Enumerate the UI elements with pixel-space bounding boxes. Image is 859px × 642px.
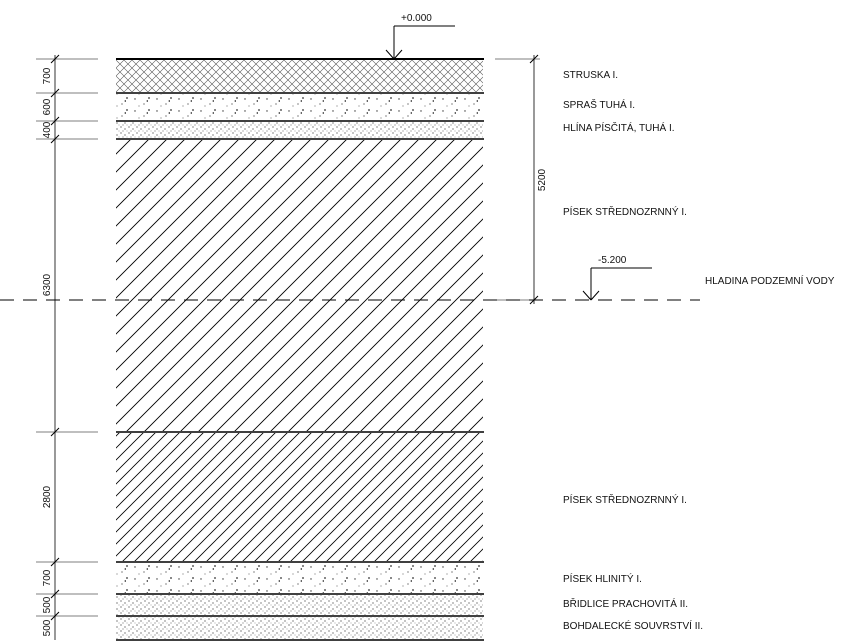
layer-2-hatch bbox=[116, 94, 483, 120]
layer-3-hatch bbox=[116, 122, 483, 138]
dim-layer-2: 600 bbox=[42, 98, 53, 115]
layer-6-hatch bbox=[116, 563, 483, 593]
layer-4-hatch bbox=[116, 140, 483, 431]
top-level-marker bbox=[385, 25, 455, 60]
water-level-description: HLADINA PODZEMNÍ VODY bbox=[705, 274, 835, 287]
layer-7-label: BŘIDLICE PRACHOVITÁ II. bbox=[563, 597, 688, 610]
top-level-label: +0.000 bbox=[401, 13, 432, 24]
water-depth-dimension bbox=[495, 54, 540, 305]
dim-layer-1: 700 bbox=[42, 67, 53, 84]
water-level-marker bbox=[582, 267, 652, 301]
layer-8-hatch bbox=[116, 617, 483, 639]
layer-2-label: SPRAŠ TUHÁ I. bbox=[563, 98, 635, 111]
dim-layer-3: 400 bbox=[42, 121, 53, 138]
dim-layer-8: 500 bbox=[42, 619, 53, 636]
layer-5-hatch bbox=[116, 433, 483, 561]
water-level-label: -5.200 bbox=[598, 255, 627, 266]
layer-1-hatch bbox=[116, 60, 483, 92]
left-dimension-chain bbox=[36, 54, 98, 640]
dim-layer-5: 2800 bbox=[42, 485, 53, 508]
layer-7-hatch bbox=[116, 595, 483, 615]
layer-3-label: HLÍNA PÍSČITÁ, TUHÁ I. bbox=[563, 121, 675, 134]
dim-water-depth: 5200 bbox=[537, 168, 548, 191]
layer-1-label: STRUSKA I. bbox=[563, 70, 618, 81]
dim-layer-4: 6300 bbox=[42, 273, 53, 296]
layer-8-label: BOHDALECKÉ SOUVRSTVÍ II. bbox=[563, 619, 703, 632]
layer-5-label: PÍSEK STŘEDNOZRNNÝ I. bbox=[563, 493, 687, 506]
dim-layer-6: 700 bbox=[42, 569, 53, 586]
dim-layer-7: 500 bbox=[42, 596, 53, 613]
layer-4-label: PÍSEK STŘEDNOZRNNÝ I. bbox=[563, 205, 687, 218]
layer-6-label: PÍSEK HLINITÝ I. bbox=[563, 572, 642, 585]
